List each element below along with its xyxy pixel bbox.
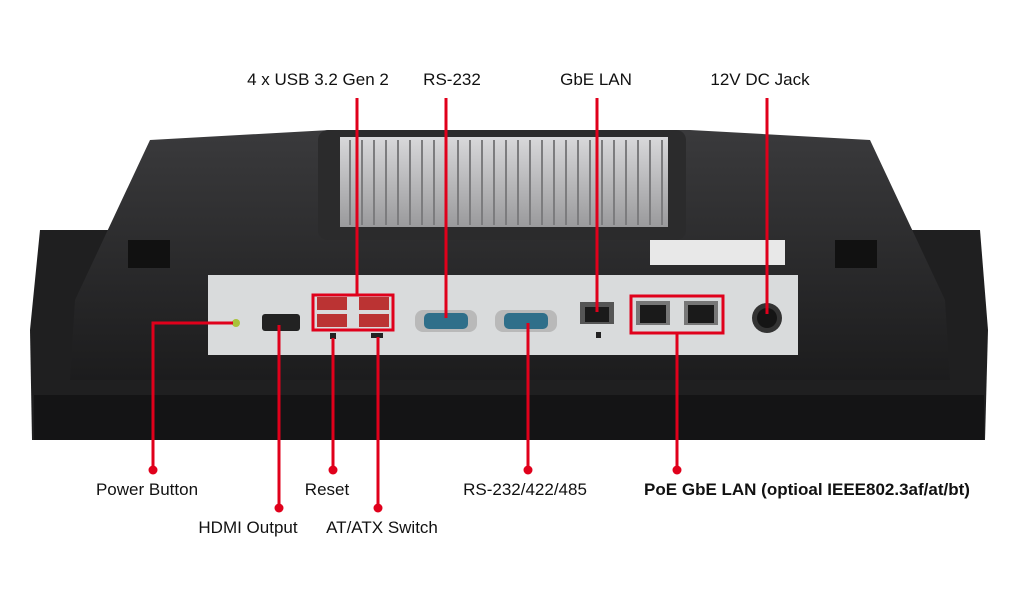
reset-button [330, 333, 336, 339]
product-sticker [650, 240, 785, 265]
label-gbe-lan: GbE LAN [560, 70, 632, 89]
label-usb: 4 x USB 3.2 Gen 2 [247, 70, 389, 89]
label-reset: Reset [304, 480, 350, 499]
label-poe: PoE GbE LAN (optioal IEEE802.3af/at/bt) [644, 480, 970, 499]
label-dc-jack: 12V DC Jack [710, 70, 810, 89]
label-rs232: RS-232 [423, 70, 481, 89]
leader-lines [151, 98, 769, 508]
atatx-switch [371, 333, 383, 338]
power-button [232, 319, 240, 327]
label-atatx: AT/ATX Switch [326, 518, 438, 537]
label-rs232-422-485: RS-232/422/485 [463, 480, 587, 499]
usb-ports [317, 297, 389, 327]
label-power-button: Power Button [95, 480, 199, 499]
leader-dots [148, 465, 682, 513]
label-hdmi: HDMI Output [198, 518, 298, 537]
hdmi-port [262, 314, 300, 331]
heatsink [340, 137, 668, 227]
